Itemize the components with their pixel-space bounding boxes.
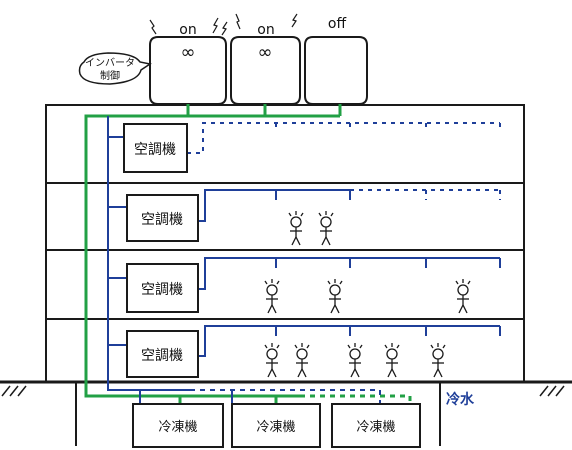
unit-label: 空調機 xyxy=(134,142,176,158)
chiller-2: 冷凍機 xyxy=(231,403,321,448)
cooling-tower-3: off xyxy=(304,16,368,105)
person-icon xyxy=(347,343,363,378)
person-icon xyxy=(327,279,343,314)
fan-state-label: on xyxy=(257,22,274,38)
chiller-3: 冷凍機 xyxy=(331,403,421,448)
callout-line1: インバータ xyxy=(85,57,135,69)
air-handling-unit-3: 空調機 xyxy=(126,263,199,313)
cooling-tower-1: on ∞ xyxy=(149,17,228,105)
chiller-1: 冷凍機 xyxy=(132,403,224,448)
fan-state-label: off xyxy=(328,16,347,32)
chillers: 冷凍機 冷凍機 冷凍機 xyxy=(132,403,421,448)
unit-label: 空調機 xyxy=(141,282,183,298)
person-icon xyxy=(294,343,310,378)
chiller-label: 冷凍機 xyxy=(356,419,395,435)
air-handling-unit-1: 空調機 xyxy=(123,123,188,173)
chiller-label: 冷凍機 xyxy=(158,419,197,435)
chilled-water-label: 冷水 xyxy=(446,391,475,408)
person-icon xyxy=(264,279,280,314)
cooling-towers: on ∞ on ∞ off xyxy=(149,13,368,105)
condenser-water-pipes xyxy=(84,104,412,409)
person-icon xyxy=(264,343,280,378)
person-icon xyxy=(430,343,446,378)
fan-symbol: ∞ xyxy=(258,42,273,63)
air-handling-unit-2: 空調機 xyxy=(126,194,199,242)
chiller-label: 冷凍機 xyxy=(256,419,295,435)
fan-symbol: ∞ xyxy=(181,42,196,63)
air-handling-unit-4: 空調機 xyxy=(126,330,199,378)
callout-line2: 制御 xyxy=(100,69,120,82)
occupants xyxy=(264,211,471,378)
air-handling-units: 空調機 空調機 空調機 空調機 xyxy=(123,123,199,378)
unit-label: 空調機 xyxy=(141,212,183,228)
person-icon xyxy=(288,211,304,246)
unit-label: 空調機 xyxy=(141,348,183,364)
chilled-water-pipes xyxy=(107,116,501,404)
person-icon xyxy=(318,211,334,246)
inverter-callout: インバータ 制御 xyxy=(78,52,152,85)
fan-state-label: on xyxy=(179,22,196,38)
cooling-tower-2: on ∞ xyxy=(230,13,301,105)
person-icon xyxy=(384,343,400,378)
person-icon xyxy=(455,279,471,314)
